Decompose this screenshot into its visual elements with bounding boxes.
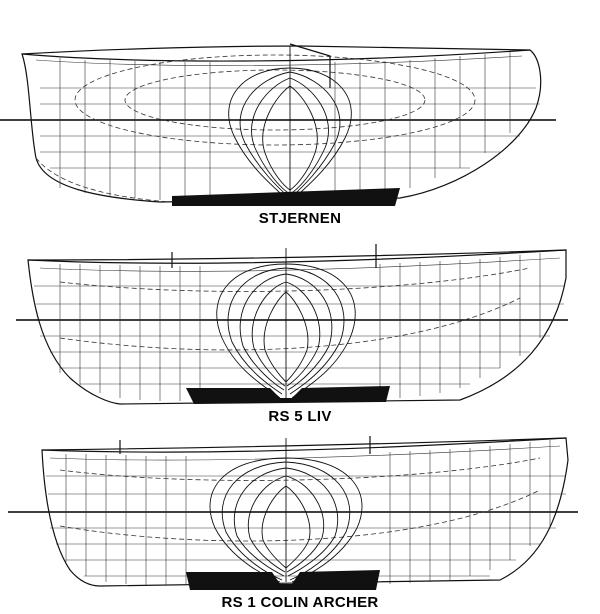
rs5-liv-lines-plan [16, 244, 568, 405]
caption-stjernen: STJERNEN [258, 210, 342, 227]
body-plan [171, 244, 377, 399]
station-grid [34, 253, 564, 401]
stjernen-lines-plan [0, 43, 556, 206]
station-grid [40, 52, 540, 200]
keel [186, 570, 380, 590]
station-grid [46, 440, 566, 585]
sheer-line [21, 49, 531, 62]
hull-outline [21, 45, 542, 203]
sheer-line [41, 437, 567, 453]
caption-rs5-liv: RS 5 LIV [268, 408, 332, 425]
keel [186, 386, 390, 404]
rs1-colin-archer-lines-plan [8, 436, 578, 590]
body-plan [228, 43, 352, 203]
body-plan [119, 436, 371, 583]
sheer-line [27, 249, 567, 264]
caption-rs1-colin-archer: RS 1 COLIN ARCHER [221, 594, 379, 611]
hull-outline [27, 249, 567, 405]
keel [172, 188, 400, 206]
hull-outline [41, 437, 569, 587]
